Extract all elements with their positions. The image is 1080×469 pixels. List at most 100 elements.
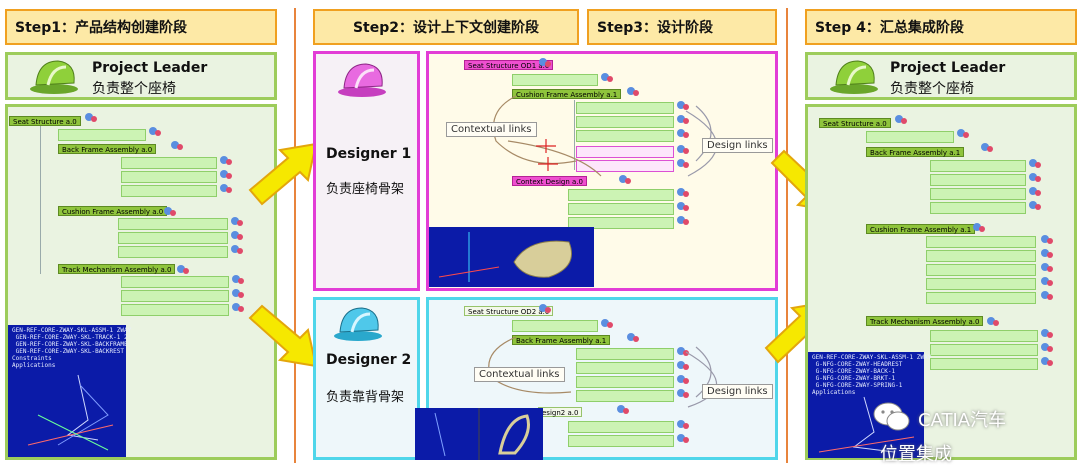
cad-screen-design1 — [429, 227, 594, 287]
cad-wireframe-right — [818, 396, 915, 453]
design1-design-links: Design links — [702, 138, 773, 153]
link-icon — [1029, 159, 1041, 168]
tree-node-track[interactable]: Track Mechanism Assembly a.0 — [58, 264, 176, 274]
link-icon — [677, 188, 689, 197]
designer1-name: Designer 1 — [326, 146, 412, 162]
step1-header: Step1：产品结构创建阶段 — [5, 9, 277, 45]
link-icon — [677, 216, 689, 225]
link-icon — [1041, 329, 1053, 338]
designer2-name: Designer 2 — [326, 352, 412, 368]
step4-header: Step 4：汇总集成阶段 — [805, 9, 1077, 45]
design1-root[interactable]: Seat Structure OD1 a.0 — [464, 60, 554, 70]
tree-node-cushion-frame[interactable]: Cushion Frame Assembly a.0 — [58, 206, 168, 216]
link-icon — [677, 361, 689, 370]
design1-assembly[interactable]: Cushion Frame Assembly a.1 — [512, 89, 622, 99]
link-icon — [149, 127, 161, 136]
design2-design-links: Design links — [702, 384, 773, 399]
link-icon — [677, 202, 689, 211]
link-icon — [601, 73, 613, 82]
link-icon — [1041, 249, 1053, 258]
watermark-sub: 位置集成 — [880, 444, 952, 465]
link-icon — [895, 115, 907, 124]
link-icon — [539, 58, 551, 67]
cad-wireframe — [27, 374, 114, 451]
design1-link-curves — [492, 95, 717, 177]
link-icon — [677, 434, 689, 443]
pink-cap-icon — [338, 63, 386, 97]
link-icon — [1041, 343, 1053, 352]
link-icon — [177, 265, 189, 274]
cad-screen-design2 — [415, 408, 543, 460]
link-icon — [1041, 235, 1053, 244]
link-icon — [981, 143, 993, 152]
back-frame-render — [434, 408, 530, 460]
tree4-node-root[interactable]: Seat Structure a.0 — [819, 118, 891, 128]
link-icon — [627, 333, 639, 342]
link-icon — [171, 141, 183, 150]
tree4-node-cushion-frame[interactable]: Cushion Frame Assembly a.1 — [866, 224, 976, 234]
link-icon — [677, 389, 689, 398]
tree-bar — [58, 129, 146, 141]
link-icon — [1041, 277, 1053, 286]
tree-node-back-frame[interactable]: Back Frame Assembly a.0 — [58, 144, 157, 154]
link-icon — [232, 289, 244, 298]
link-icon — [619, 175, 631, 184]
link-icon — [957, 129, 969, 138]
link-icon — [231, 217, 243, 226]
link-icon — [231, 245, 243, 254]
arrow-to-designer2 — [248, 304, 318, 368]
link-icon — [1029, 173, 1041, 182]
link-icon — [220, 184, 232, 193]
designer2-role: 负责靠背骨架 — [326, 390, 405, 405]
cad-tree-text: GEN-REF-CORE-ZWAY-SKL-ASSM-1 ZWAY GEN-RE… — [12, 327, 132, 369]
link-icon — [617, 405, 629, 414]
link-icon — [973, 223, 985, 232]
link-icon — [627, 87, 639, 96]
link-icon — [1029, 201, 1041, 210]
watermark-brand: CATIA汽车 — [918, 410, 1007, 431]
link-icon — [1041, 263, 1053, 272]
link-icon — [677, 115, 689, 124]
cad-tree-text-right: GEN-REF-CORE-ZWAY-SKL-ASSM-1 ZWAY G-NFG-… — [812, 354, 932, 396]
design2-root[interactable]: Seat Structure OD2 a.0 — [464, 306, 554, 316]
leader-role: 负责整个座椅 — [92, 81, 176, 97]
link-icon — [677, 159, 689, 168]
link-icon — [677, 375, 689, 384]
cad-screen-right: GEN-REF-CORE-ZWAY-SKL-ASSM-1 ZWAY G-NFG-… — [808, 352, 931, 458]
divider-right — [786, 8, 788, 463]
link-icon — [539, 304, 551, 313]
link-icon — [677, 145, 689, 154]
link-icon — [677, 101, 689, 110]
link-icon — [220, 170, 232, 179]
design1-context[interactable]: Context Design a.0 — [512, 176, 588, 186]
link-icon — [601, 319, 613, 328]
link-icon — [677, 420, 689, 429]
link-icon — [164, 207, 176, 216]
link-icon — [987, 317, 999, 326]
design2-contextual-links: Contextual links — [474, 367, 565, 382]
design2-assembly[interactable]: Back Frame Assembly a.1 — [512, 335, 611, 345]
link-icon — [231, 231, 243, 240]
step2-header: Step2：设计上下文创建阶段 — [313, 9, 579, 45]
link-icon — [677, 129, 689, 138]
green-cap-icon — [30, 60, 78, 94]
divider-left — [294, 8, 296, 463]
leader-role-step4: 负责整个座椅 — [890, 81, 974, 97]
wechat-icon — [873, 402, 910, 431]
tree-node-root[interactable]: Seat Structure a.0 — [9, 116, 81, 126]
link-icon — [677, 347, 689, 356]
designer1-role: 负责座椅骨架 — [326, 182, 405, 197]
tree4-node-track[interactable]: Track Mechanism Assembly a.0 — [866, 316, 984, 326]
green-cap-icon — [830, 60, 878, 94]
link-icon — [232, 303, 244, 312]
seat-frame-render — [438, 232, 572, 282]
arrow-to-designer1 — [248, 142, 318, 206]
tree4-node-back-frame[interactable]: Back Frame Assembly a.1 — [866, 147, 965, 157]
link-icon — [1041, 291, 1053, 300]
link-icon — [220, 156, 232, 165]
design1-contextual-links: Contextual links — [446, 122, 537, 137]
leader-name: Project Leader — [92, 60, 208, 76]
link-icon — [1041, 357, 1053, 366]
cyan-cap-icon — [334, 307, 382, 341]
link-icon — [1029, 187, 1041, 196]
